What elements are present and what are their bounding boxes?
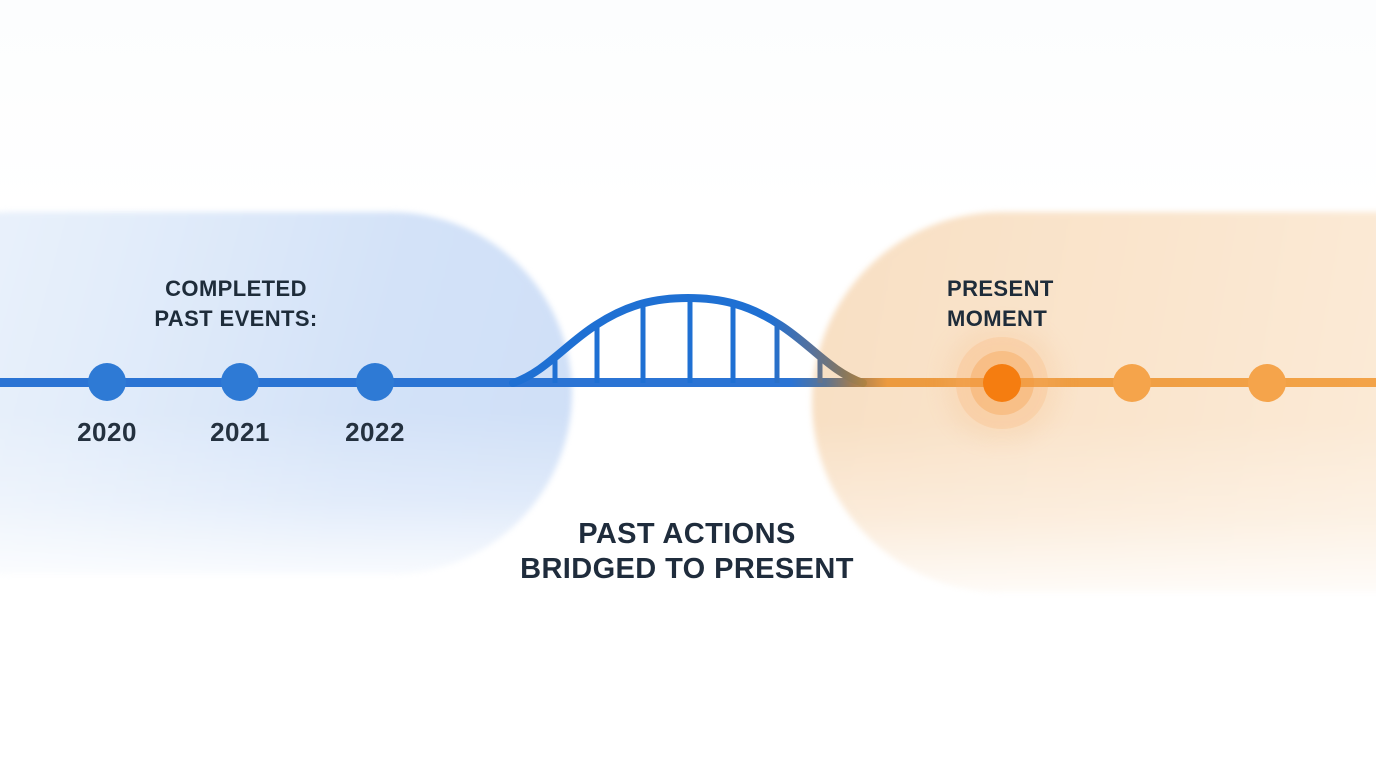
diagram-caption: PAST ACTIONS BRIDGED TO PRESENT <box>437 517 937 587</box>
past-region-background <box>0 212 572 574</box>
present-moment-label: PRESENT MOMENT <box>947 274 1247 334</box>
past-events-label-line1: COMPLETED <box>165 276 307 301</box>
timeline-line <box>0 378 1376 387</box>
present-moment-label-line1: PRESENT <box>947 276 1054 301</box>
year-label-2022: 2022 <box>345 417 405 447</box>
future-dot-2 <box>1248 364 1286 402</box>
year-label-2020: 2020 <box>77 417 137 447</box>
present-moment-dot <box>983 364 1021 402</box>
past-event-dot-2021 <box>221 363 259 401</box>
caption-line1: PAST ACTIONS <box>578 518 796 550</box>
past-events-label-line2: PAST EVENTS: <box>154 306 318 331</box>
caption-line2: BRIDGED TO PRESENT <box>520 553 854 585</box>
past-event-dot-2020 <box>88 363 126 401</box>
future-dot-1 <box>1113 364 1151 402</box>
present-moment-label-line2: MOMENT <box>947 306 1048 331</box>
past-events-label: COMPLETED PAST EVENTS: <box>86 274 386 334</box>
year-label-2021: 2021 <box>210 417 270 447</box>
past-event-dot-2022 <box>356 363 394 401</box>
present-region-background <box>812 212 1376 592</box>
